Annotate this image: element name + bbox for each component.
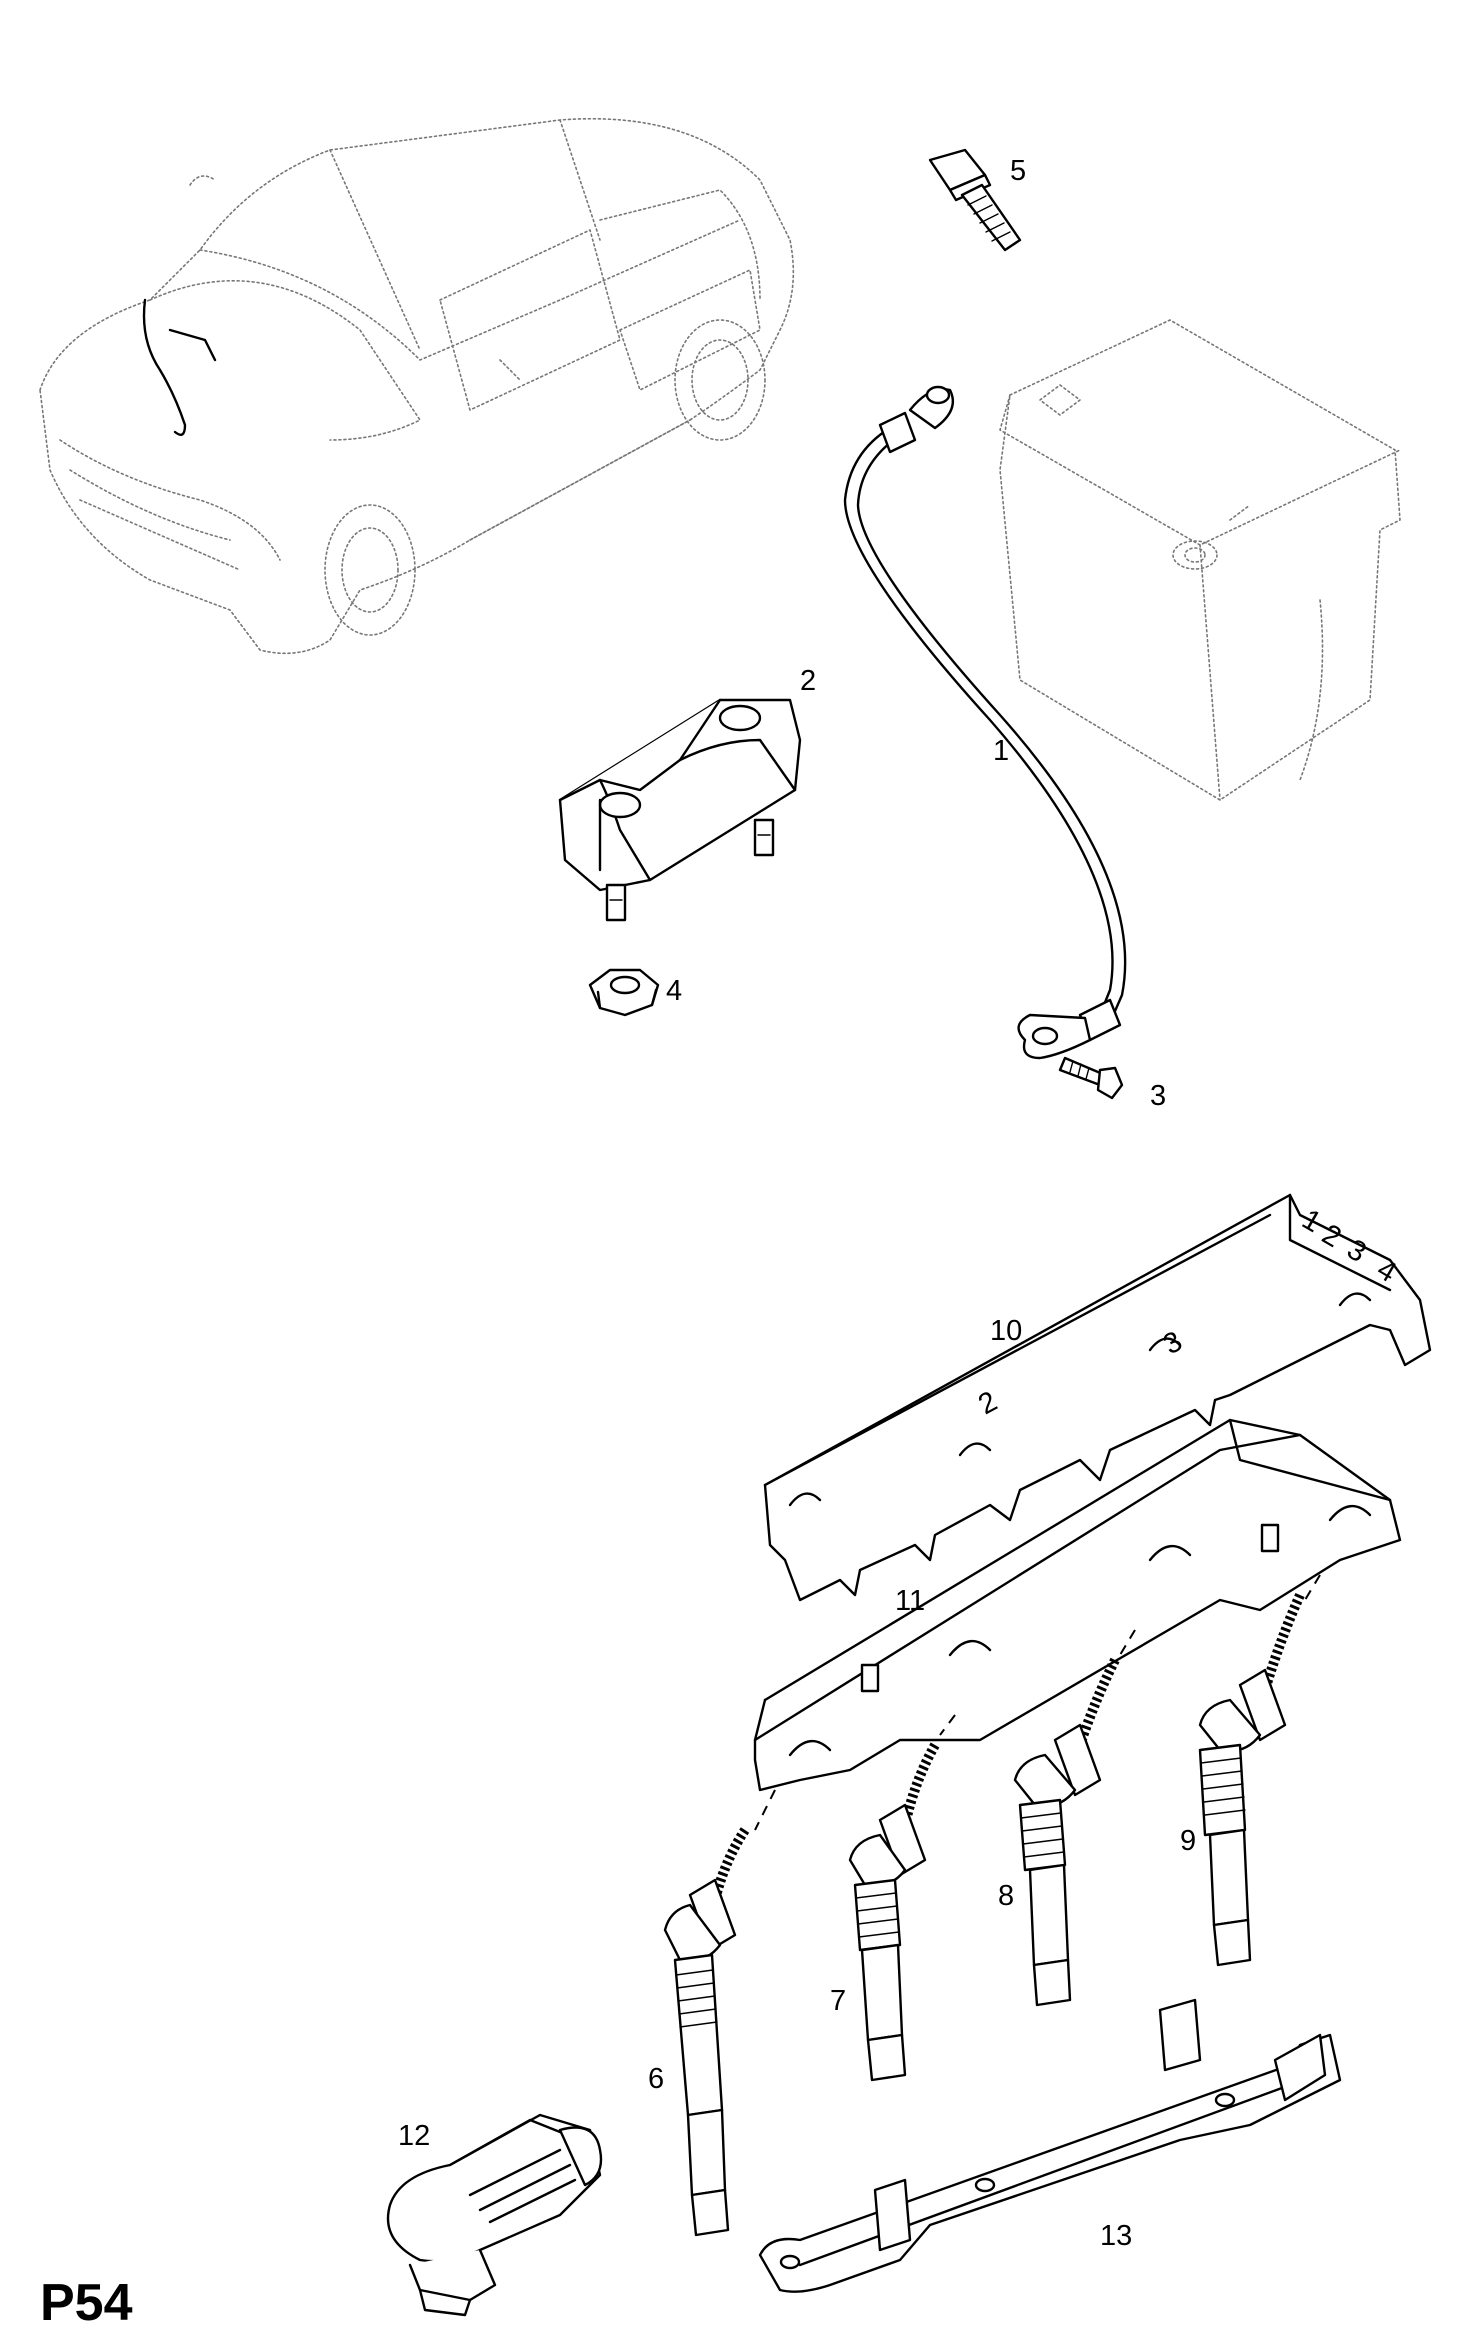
callout-2: 2	[800, 665, 816, 697]
callout-11: 11	[895, 1585, 925, 1617]
part-7-spark-plug-lead	[848, 1742, 940, 2082]
part-8-spark-plug-lead	[1013, 1657, 1120, 2007]
part-10-upper-rail: 2 3 1 2 3 4	[763, 1193, 1432, 1602]
part-13-bracket-plate	[758, 1998, 1342, 2293]
battery-outline	[999, 319, 1401, 801]
callout-7: 7	[830, 1985, 846, 2017]
part-3-bolt	[1058, 1056, 1124, 1100]
callout-13: 13	[1100, 2220, 1132, 2252]
callout-5: 5	[1010, 155, 1026, 187]
vehicle-cable-highlight	[142, 298, 187, 436]
part-11-lower-rail	[753, 1418, 1402, 1792]
part-1-ground-cable	[843, 385, 1127, 1060]
part-2-clamp-bracket	[558, 698, 802, 922]
page-code: P54	[40, 2274, 133, 2332]
part-9-spark-plug-lead	[1198, 1592, 1305, 1967]
callout-12: 12	[398, 2120, 430, 2152]
callout-10: 10	[990, 1315, 1022, 1347]
callout-6: 6	[648, 2063, 664, 2095]
callout-3: 3	[1150, 1080, 1166, 1112]
part-4-nut	[588, 968, 660, 1017]
part-5-bolt	[928, 148, 1022, 252]
part-6-spark-plug-lead	[663, 1827, 750, 2237]
callout-8: 8	[998, 1880, 1014, 1912]
callout-4: 4	[666, 975, 682, 1007]
assembly-lines	[754, 1574, 1321, 1831]
vehicle-outline	[39, 117, 795, 655]
callout-9: 9	[1180, 1825, 1196, 1857]
callout-1: 1	[993, 735, 1009, 767]
part-12-connector	[386, 2113, 603, 2317]
